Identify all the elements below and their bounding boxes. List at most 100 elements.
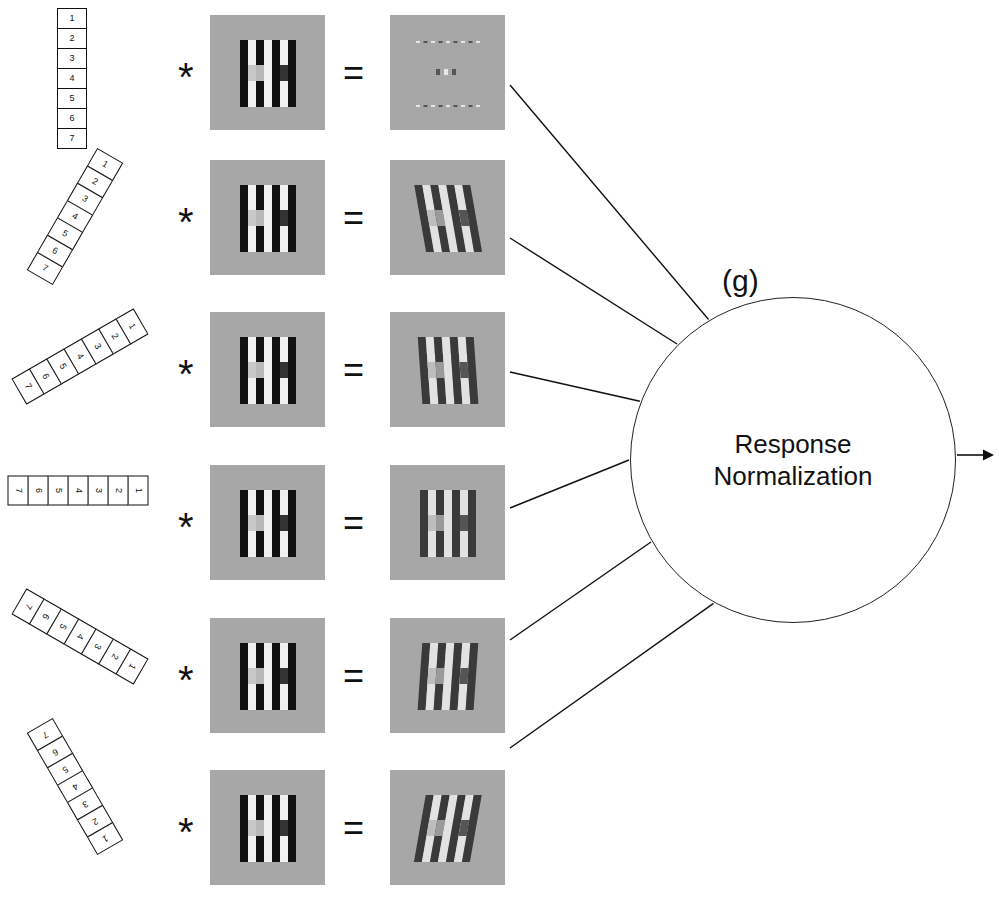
grating-bar <box>272 643 280 710</box>
grating-patch <box>248 820 256 836</box>
grating-bar <box>272 185 280 252</box>
edge-dash <box>454 105 458 107</box>
node-label: Response Normalization <box>678 428 908 493</box>
filter-response-image <box>390 160 505 275</box>
filter-kernel: 1234567 <box>11 308 148 404</box>
image-ground <box>390 770 505 885</box>
equals-sign: = <box>343 55 364 91</box>
grating-bar <box>264 490 272 557</box>
grating-bar <box>240 795 248 862</box>
grating-bar <box>462 185 482 252</box>
grating-bar <box>256 490 264 557</box>
edge-dash <box>439 105 443 107</box>
filter-kernel: 1234567 <box>11 588 148 684</box>
edge-dash <box>416 41 420 43</box>
grating-patch <box>248 210 256 226</box>
grating-bar <box>256 40 264 107</box>
edge-dash <box>469 105 473 107</box>
filter-kernel: 1234567 <box>57 8 87 149</box>
grating-patch <box>427 668 436 684</box>
grating-bar <box>460 490 468 557</box>
kernel-cell-number: 5 <box>48 475 69 505</box>
grating-bar <box>248 795 256 862</box>
kernel-cell-number: 3 <box>57 48 87 69</box>
grating-patch <box>427 362 436 378</box>
grating-bar <box>272 795 280 862</box>
grating-patch <box>256 515 264 531</box>
grating-patch <box>280 668 288 684</box>
convolution-symbol: * <box>178 202 194 242</box>
grating-bar <box>436 490 444 557</box>
kernel-cell-number: 6 <box>28 475 49 505</box>
image-ground <box>210 618 325 733</box>
grating-bar <box>452 490 460 557</box>
image-ground <box>390 312 505 427</box>
equals-sign: = <box>343 658 364 694</box>
grating-patch <box>248 362 256 378</box>
grating-bar <box>256 643 264 710</box>
edge-dash <box>424 105 428 107</box>
grating-patch <box>436 515 444 531</box>
grating-bar <box>264 40 272 107</box>
kernel-cell-number: 4 <box>57 68 87 89</box>
edge-dash <box>436 69 440 75</box>
grating-bar <box>280 185 288 252</box>
edge-dash <box>454 41 458 43</box>
grating-bar <box>280 490 288 557</box>
grating-bar <box>288 337 296 404</box>
filter-kernel: 1234567 <box>27 717 123 854</box>
grating-patch <box>256 668 264 684</box>
image-ground <box>210 465 325 580</box>
grating-bar <box>240 185 248 252</box>
kernel-cell-number: 1 <box>128 475 149 505</box>
edge-dash <box>444 69 448 75</box>
grating-bar <box>272 490 280 557</box>
grating-bar <box>248 40 256 107</box>
grating-patch <box>435 362 444 378</box>
edge-dash <box>476 41 480 43</box>
grating-bar <box>240 490 248 557</box>
kernel-cell-number: 4 <box>68 475 89 505</box>
converging-line <box>510 238 677 344</box>
grating-patch <box>256 65 264 81</box>
filter-response-image <box>390 312 505 427</box>
edge-dash <box>452 69 456 75</box>
edge-dash <box>469 41 473 43</box>
edge-dash <box>416 105 420 107</box>
grating-bar <box>288 40 296 107</box>
filter-kernel: 1234567 <box>8 475 149 505</box>
grating-bar <box>256 795 264 862</box>
grating-bar <box>248 490 256 557</box>
grating-bar <box>240 643 248 710</box>
grating-bar <box>428 490 436 557</box>
stimulus-image <box>210 312 325 427</box>
converging-line <box>510 542 651 640</box>
arrow-head <box>983 450 994 461</box>
grating-patch <box>248 515 256 531</box>
edge-dash <box>446 105 450 107</box>
grating-bar <box>248 185 256 252</box>
grating-bar <box>248 337 256 404</box>
convolution-symbol: * <box>178 507 194 547</box>
equals-sign: = <box>343 505 364 541</box>
kernel-cell-number: 7 <box>57 128 87 149</box>
converging-line <box>510 460 629 508</box>
kernel-cell-number: 7 <box>8 475 29 505</box>
kernel-cell-number: 6 <box>57 108 87 129</box>
stimulus-image <box>210 465 325 580</box>
grating-patch <box>248 65 256 81</box>
convolution-symbol: * <box>178 57 194 97</box>
grating-patch <box>280 362 288 378</box>
image-ground <box>210 770 325 885</box>
normalization-circle: Response Normalization <box>630 297 956 623</box>
image-ground <box>390 465 505 580</box>
edge-dash <box>431 105 435 107</box>
grating-bar <box>288 795 296 862</box>
grating-bar <box>468 490 476 557</box>
grating-patch <box>256 362 264 378</box>
filter-kernel: 1234567 <box>27 147 123 284</box>
grating-bar <box>420 490 428 557</box>
grating-patch <box>248 668 256 684</box>
image-ground <box>390 618 505 733</box>
